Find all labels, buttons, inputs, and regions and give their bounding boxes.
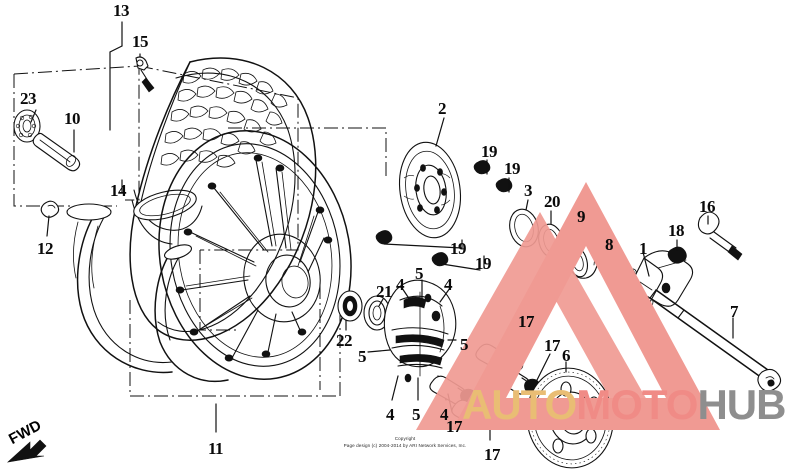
callout-4: 4 xyxy=(386,405,395,424)
copyright-notice: Copyright Page design (c) 2004-2014 by A… xyxy=(310,436,500,449)
callout-4: 4 xyxy=(444,275,453,294)
callout-17: 17 xyxy=(446,417,463,436)
callout-9: 9 xyxy=(577,207,586,226)
callout-17: 17 xyxy=(544,336,561,355)
copyright-line-2: Page design (c) 2004-2014 by ARI Network… xyxy=(343,442,467,448)
callout-11: 11 xyxy=(208,439,224,458)
callout-10: 10 xyxy=(64,109,81,128)
part-12-nut xyxy=(40,200,60,237)
callout-7: 7 xyxy=(730,302,739,321)
callout-2: 2 xyxy=(438,99,447,118)
callout-1: 1 xyxy=(639,239,648,258)
part-9-bearing xyxy=(567,223,599,279)
callout-6: 6 xyxy=(562,346,571,365)
part-22-bearing xyxy=(337,290,363,331)
callout-21: 21 xyxy=(376,282,393,301)
callout-19: 19 xyxy=(475,254,492,273)
callout-18: 18 xyxy=(668,221,685,240)
part-2-brake-disc xyxy=(399,117,461,239)
callout-5: 5 xyxy=(460,335,469,354)
part-18-bolt xyxy=(667,239,687,264)
part-15-valve-stem xyxy=(135,56,155,93)
part-6-brake-rotor xyxy=(526,361,614,469)
callout-5: 5 xyxy=(358,347,367,366)
callout-15: 15 xyxy=(132,32,149,51)
part-11-wheel-rim xyxy=(66,130,352,433)
part-23-bearing xyxy=(13,109,41,143)
callout-19: 19 xyxy=(481,142,498,161)
callout-23: 23 xyxy=(20,89,37,108)
part-13-tire xyxy=(129,57,317,341)
part-20-retainer-ring xyxy=(538,210,564,259)
copyright-line-1: Copyright xyxy=(394,436,416,441)
part-3-oil-seal xyxy=(509,199,539,248)
callout-13: 13 xyxy=(113,1,130,20)
fwd-arrow-glyph xyxy=(7,439,47,463)
callout-14: 14 xyxy=(110,181,127,200)
callout-20: 20 xyxy=(544,192,561,211)
callout-5: 5 xyxy=(415,264,424,283)
callout-5: 5 xyxy=(412,405,421,424)
part-16-screw xyxy=(697,211,743,261)
callout-19: 19 xyxy=(504,159,521,178)
callout-19: 19 xyxy=(450,239,467,258)
callout-16: 16 xyxy=(699,197,716,216)
callout-17: 17 xyxy=(518,312,535,331)
callout-17: 17 xyxy=(484,445,501,464)
callout-12: 12 xyxy=(37,239,54,258)
callout-8: 8 xyxy=(605,235,614,254)
callout-22: 22 xyxy=(336,331,353,350)
callout-3: 3 xyxy=(524,181,533,200)
part-10-spacer xyxy=(32,129,81,172)
callout-4: 4 xyxy=(396,275,405,294)
